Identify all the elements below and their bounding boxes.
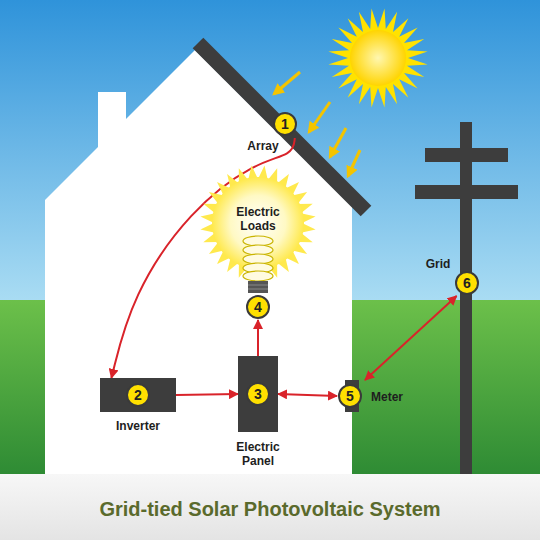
callout-number: 3 — [246, 382, 270, 406]
flow-arrow — [365, 296, 457, 380]
solar-array: 1Array — [271, 110, 299, 138]
cfl-bulb — [243, 236, 273, 293]
callout-number: 6 — [455, 271, 479, 295]
glow-rays — [200, 165, 315, 280]
callout-number: 5 — [338, 384, 362, 408]
sun-disc — [350, 30, 406, 86]
component-label: Meter — [371, 390, 403, 404]
component-label: Electric Panel — [223, 440, 293, 468]
sun — [328, 8, 427, 107]
title-band — [0, 474, 540, 540]
flow-arrow — [278, 394, 337, 396]
flow-arrow — [111, 138, 294, 378]
house — [45, 50, 352, 474]
sunlight-arrows — [274, 72, 360, 176]
callout-number: 1 — [273, 112, 297, 136]
electric-loads-bulb: Electric Loads 4 — [198, 165, 318, 320]
inverter-box: 2Inverter — [100, 378, 176, 412]
utility-pole — [415, 122, 518, 474]
flow-arrow — [176, 394, 238, 395]
component-label: Array — [247, 139, 278, 153]
meter: 5Meter — [337, 380, 365, 412]
callout-number: 2 — [126, 383, 150, 407]
flow-arrow — [257, 320, 259, 356]
component-label: Grid — [426, 257, 451, 271]
component-label: Inverter — [116, 419, 160, 433]
glow-core — [212, 177, 304, 269]
component-label: Electric Loads — [222, 205, 294, 233]
electric-panel-box: 3Electric Panel — [238, 356, 278, 432]
diagram-title: Grid-tied Solar Photovoltaic System — [0, 496, 540, 522]
grid-connection: Grid6 — [454, 270, 480, 296]
sun-rays — [328, 8, 427, 107]
callout-number: 4 — [246, 295, 270, 319]
